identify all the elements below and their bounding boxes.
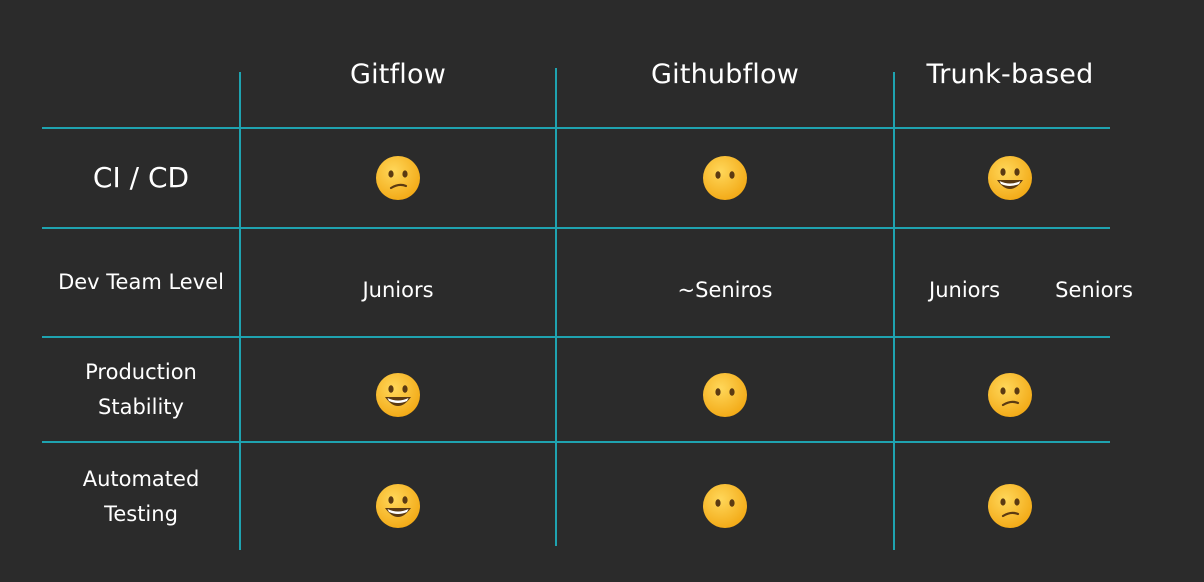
- grinning-face-icon: [241, 343, 555, 446]
- column-header-githubflow: Githubflow: [651, 58, 799, 90]
- row-label-line: Automated: [82, 466, 200, 491]
- row-label-ci-cd: CI / CD: [92, 161, 190, 194]
- grid-vertical-line: [239, 72, 241, 550]
- confused-face-icon: [241, 129, 555, 227]
- neutral-face-icon: [557, 452, 893, 559]
- grid-horizontal-line: [42, 441, 1110, 443]
- grinning-face-icon: [895, 129, 1125, 227]
- dev-level-juniors: Juniors: [929, 278, 1001, 302]
- neutral-face-icon: [557, 129, 893, 227]
- dev-level-trunk-based: Juniors Seniors: [895, 240, 1133, 340]
- row-label-line: Stability: [98, 394, 184, 419]
- column-header-trunk-based: Trunk-based: [926, 58, 1094, 90]
- row-label-line: Testing: [104, 501, 178, 526]
- grid-horizontal-line: [42, 127, 1110, 129]
- confused-face-icon: [895, 343, 1125, 446]
- dev-level-gitflow: Juniors: [362, 278, 434, 302]
- row-label-automated-testing: Automated Testing: [42, 443, 240, 550]
- grid-vertical-line: [893, 72, 895, 550]
- neutral-face-icon: [557, 343, 893, 446]
- grid-vertical-line: [555, 68, 557, 546]
- column-header-gitflow: Gitflow: [349, 58, 447, 90]
- grid-horizontal-line: [42, 336, 1110, 338]
- row-label-line: Production: [85, 359, 197, 384]
- row-label-production-stability: Production Stability: [42, 338, 240, 441]
- grid-horizontal-line: [42, 227, 1110, 229]
- confused-face-icon: [895, 452, 1125, 559]
- row-label-dev-team-level: Dev Team Level: [58, 270, 224, 294]
- dev-level-githubflow: ~Seniros: [677, 278, 773, 302]
- grinning-face-icon: [241, 452, 555, 559]
- dev-level-seniors: Seniors: [1055, 278, 1133, 302]
